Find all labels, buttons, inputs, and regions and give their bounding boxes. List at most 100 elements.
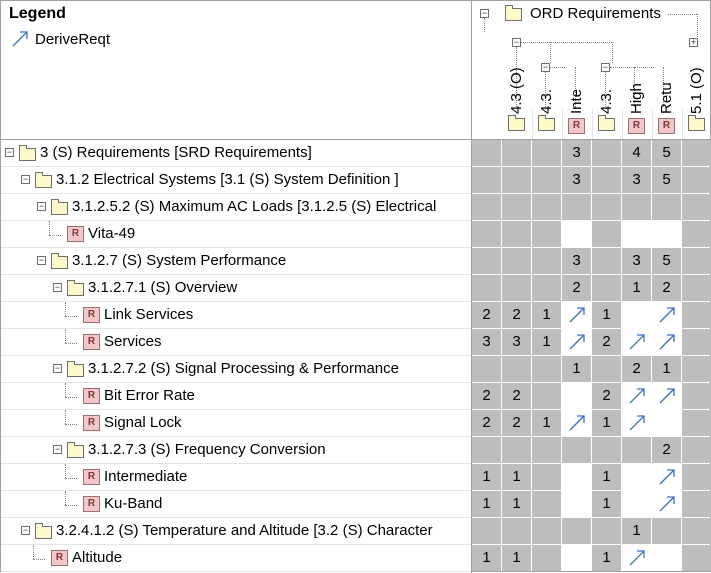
collapse-toggle[interactable]: − (53, 363, 62, 373)
matrix-cell[interactable] (682, 437, 711, 463)
matrix-cell[interactable]: 1 (592, 491, 621, 517)
matrix-cell[interactable] (562, 464, 591, 490)
matrix-cell[interactable] (622, 302, 651, 328)
matrix-cell[interactable] (682, 464, 711, 490)
matrix-cell[interactable] (562, 437, 591, 463)
matrix-cell[interactable] (682, 491, 711, 517)
tree-row-package[interactable]: −3.1.2 Electrical Systems [3.1 (S) Syste… (1, 167, 471, 194)
matrix-cell[interactable]: 5 (652, 248, 681, 274)
matrix-cell[interactable] (562, 383, 591, 409)
matrix-cell[interactable] (652, 383, 681, 409)
expand-toggle[interactable]: + (689, 37, 698, 47)
matrix-cell[interactable]: 1 (472, 491, 501, 517)
matrix-cell[interactable] (562, 491, 591, 517)
matrix-cell[interactable] (532, 356, 561, 382)
matrix-cell[interactable] (562, 302, 591, 328)
matrix-cell[interactable]: 1 (592, 545, 621, 571)
matrix-cell[interactable]: 1 (532, 302, 561, 328)
matrix-cell[interactable]: 3 (622, 167, 651, 193)
matrix-cell[interactable] (592, 140, 621, 166)
matrix-cell[interactable] (472, 221, 501, 247)
matrix-cell[interactable] (652, 518, 681, 544)
matrix-cell[interactable] (532, 383, 561, 409)
matrix-cell[interactable] (592, 356, 621, 382)
matrix-cell[interactable] (562, 194, 591, 220)
matrix-cell[interactable]: 1 (592, 410, 621, 436)
matrix-cell[interactable] (502, 518, 531, 544)
matrix-cell[interactable] (622, 491, 651, 517)
collapse-toggle[interactable]: − (480, 8, 489, 18)
matrix-cell[interactable] (472, 518, 501, 544)
matrix-cell[interactable]: 1 (652, 356, 681, 382)
matrix-cell[interactable] (682, 383, 711, 409)
matrix-cell[interactable] (682, 275, 711, 301)
matrix-cell[interactable] (562, 545, 591, 571)
matrix-cell[interactable] (472, 167, 501, 193)
matrix-cell[interactable] (562, 329, 591, 355)
matrix-cell[interactable]: 2 (502, 410, 531, 436)
matrix-cell[interactable]: 1 (592, 302, 621, 328)
matrix-cell[interactable] (472, 248, 501, 274)
matrix-cell[interactable] (532, 491, 561, 517)
matrix-cell[interactable]: 4 (622, 140, 651, 166)
matrix-cell[interactable] (532, 194, 561, 220)
matrix-cell[interactable]: 1 (472, 464, 501, 490)
matrix-cell[interactable] (532, 464, 561, 490)
matrix-cell[interactable] (652, 464, 681, 490)
matrix-cell[interactable] (682, 356, 711, 382)
matrix-cell[interactable] (682, 302, 711, 328)
matrix-cell[interactable] (622, 437, 651, 463)
collapse-toggle[interactable]: − (5, 147, 14, 157)
matrix-cell[interactable]: 2 (502, 383, 531, 409)
matrix-cell[interactable] (592, 194, 621, 220)
matrix-cell[interactable]: 2 (652, 275, 681, 301)
matrix-cell[interactable]: 1 (532, 410, 561, 436)
matrix-cell[interactable] (622, 545, 651, 571)
matrix-cell[interactable]: 2 (502, 302, 531, 328)
tree-row-package[interactable]: −3.1.2.7.3 (S) Frequency Conversion (1, 437, 471, 464)
matrix-cell[interactable] (682, 167, 711, 193)
matrix-cell[interactable]: 3 (562, 248, 591, 274)
matrix-cell[interactable]: 1 (562, 356, 591, 382)
tree-row-package[interactable]: −3.1.2.5.2 (S) Maximum AC Loads [3.1.2.5… (1, 194, 471, 221)
matrix-cell[interactable] (502, 356, 531, 382)
collapse-toggle[interactable]: − (601, 62, 610, 72)
matrix-cell[interactable] (502, 221, 531, 247)
matrix-cell[interactable] (622, 329, 651, 355)
matrix-cell[interactable]: 3 (562, 140, 591, 166)
tree-row-package[interactable]: −3.1.2.7.2 (S) Signal Processing & Perfo… (1, 356, 471, 383)
matrix-cell[interactable] (682, 248, 711, 274)
matrix-cell[interactable]: 2 (592, 383, 621, 409)
matrix-cell[interactable] (472, 437, 501, 463)
matrix-cell[interactable] (652, 221, 681, 247)
matrix-cell[interactable] (652, 329, 681, 355)
matrix-cell[interactable]: 1 (622, 518, 651, 544)
matrix-cell[interactable] (682, 545, 711, 571)
matrix-cell[interactable] (622, 194, 651, 220)
matrix-cell[interactable]: 1 (472, 545, 501, 571)
matrix-cell[interactable] (682, 221, 711, 247)
matrix-cell[interactable] (592, 167, 621, 193)
matrix-cell[interactable] (502, 437, 531, 463)
matrix-cell[interactable] (532, 545, 561, 571)
collapse-toggle[interactable]: − (21, 525, 30, 535)
matrix-cell[interactable] (682, 140, 711, 166)
collapse-toggle[interactable]: − (53, 444, 62, 454)
matrix-cell[interactable] (592, 248, 621, 274)
matrix-cell[interactable] (652, 545, 681, 571)
matrix-cell[interactable] (532, 518, 561, 544)
matrix-cell[interactable] (472, 356, 501, 382)
matrix-cell[interactable] (562, 221, 591, 247)
matrix-cell[interactable] (502, 194, 531, 220)
matrix-cell[interactable] (532, 437, 561, 463)
matrix-cell[interactable]: 2 (622, 356, 651, 382)
matrix-cell[interactable] (502, 248, 531, 274)
matrix-cell[interactable] (622, 464, 651, 490)
matrix-cell[interactable]: 2 (472, 410, 501, 436)
matrix-cell[interactable]: 3 (562, 167, 591, 193)
